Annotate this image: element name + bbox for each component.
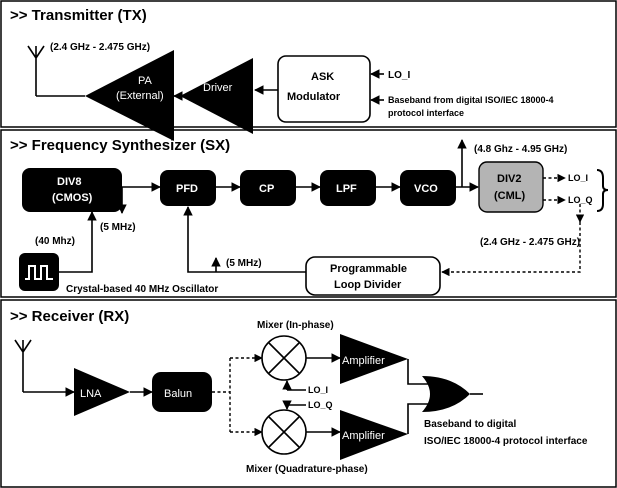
driver-label: Driver (203, 82, 233, 94)
mixer-i-icon (261, 335, 307, 381)
mixer-i-label: Mixer (In-phase) (257, 320, 334, 331)
divider-feedback-wire (441, 222, 581, 277)
vco-label: VCO (414, 183, 438, 195)
balun-to-mixers-wire (212, 358, 231, 432)
pa-label-line1: PA (138, 75, 153, 87)
vco-block (400, 170, 456, 206)
sx-oscillator-label: Crystal-based 40 MHz Oscillator (66, 284, 218, 295)
rx-antenna-icon (14, 339, 32, 392)
loop-divider-block (305, 256, 441, 296)
pa-label-line2: (External) (116, 90, 164, 102)
divider-label-line2: Loop Divider (334, 279, 402, 291)
lpf-block (320, 170, 376, 206)
pfd-block (160, 170, 216, 206)
rx-baseband-label-line2: ISO/IEC 18000-4 protocol interface (424, 436, 588, 447)
cp-block (240, 170, 296, 206)
amplifier-i (340, 334, 408, 384)
sx-lo-i-label: LO_I (568, 173, 588, 183)
driver-amplifier (180, 58, 253, 134)
div2-label-line1: DIV2 (497, 173, 521, 185)
mixer-q-label: Mixer (Quadrature-phase) (246, 464, 368, 475)
amp-i-label: Amplifier (342, 355, 385, 367)
lpf-label: LPF (336, 183, 357, 195)
osc-to-div8-wire (59, 211, 97, 273)
sx-section-frame (0, 129, 617, 298)
div8-block (22, 168, 122, 212)
sx-out-freq-label: (2.4 GHz - 2.475 GHz) (480, 237, 580, 248)
sx-ref-5mhz-label: (5 MHz) (100, 222, 136, 233)
divider-label-line1: Programmable (330, 263, 407, 275)
amp-q-to-or-wire (407, 403, 428, 434)
amp-i-to-or-wire (407, 359, 428, 385)
tx-baseband-label-line2: protocol interface (388, 108, 464, 118)
balun-block (152, 372, 212, 412)
pfd-label: PFD (176, 183, 198, 195)
ask-label-line1: ASK (311, 71, 334, 83)
pa-amplifier (85, 50, 174, 141)
combiner-gate-icon (422, 376, 470, 412)
tx-baseband-label-line1: Baseband from digital ISO/IEC 18000-4 (388, 95, 554, 105)
lna-amplifier (74, 368, 130, 416)
rx-section-frame (0, 299, 617, 488)
div8-label-line1: DIV8 (57, 176, 81, 188)
balun-label: Balun (164, 388, 192, 400)
div2-label-line2: (CML) (494, 190, 525, 202)
divider-to-pfd-wire (183, 206, 306, 273)
tx-lo-i-label: LO_I (388, 70, 410, 81)
tx-section-title: >> Transmitter (TX) (10, 7, 147, 24)
ask-label-line2: Modulator (287, 91, 341, 103)
rx-section-title: >> Receiver (RX) (10, 308, 129, 325)
rx-lo-i-label: LO_I (308, 385, 328, 395)
div2-block (478, 161, 544, 213)
amplifier-q (340, 410, 408, 460)
div8-label-line2: (CMOS) (52, 192, 93, 204)
tx-freq-range: (2.4 GHz - 2.475 GHz) (50, 42, 150, 53)
amp-q-label: Amplifier (342, 430, 385, 442)
oscillator-icon (19, 253, 59, 291)
lo-brace (596, 169, 609, 212)
sx-vco-freq-label: (4.8 Ghz - 4.95 GHz) (474, 144, 567, 155)
tx-section-frame (0, 0, 617, 128)
sx-xtal-40mhz-label: (40 Mhz) (35, 236, 75, 247)
sx-section-title: >> Frequency Synthesizer (SX) (10, 137, 230, 154)
sx-lo-q-label: LO_Q (568, 195, 593, 205)
mixer-q-icon (261, 409, 307, 455)
lna-label: LNA (80, 388, 102, 400)
rx-baseband-label-line1: Baseband to digital (424, 419, 516, 430)
rx-lo-q-label: LO_Q (308, 400, 333, 410)
ask-modulator-block (277, 55, 371, 123)
cp-label: CP (259, 183, 274, 195)
tx-antenna-icon (27, 45, 45, 96)
sx-fb-5mhz-label: (5 MHz) (226, 258, 262, 269)
